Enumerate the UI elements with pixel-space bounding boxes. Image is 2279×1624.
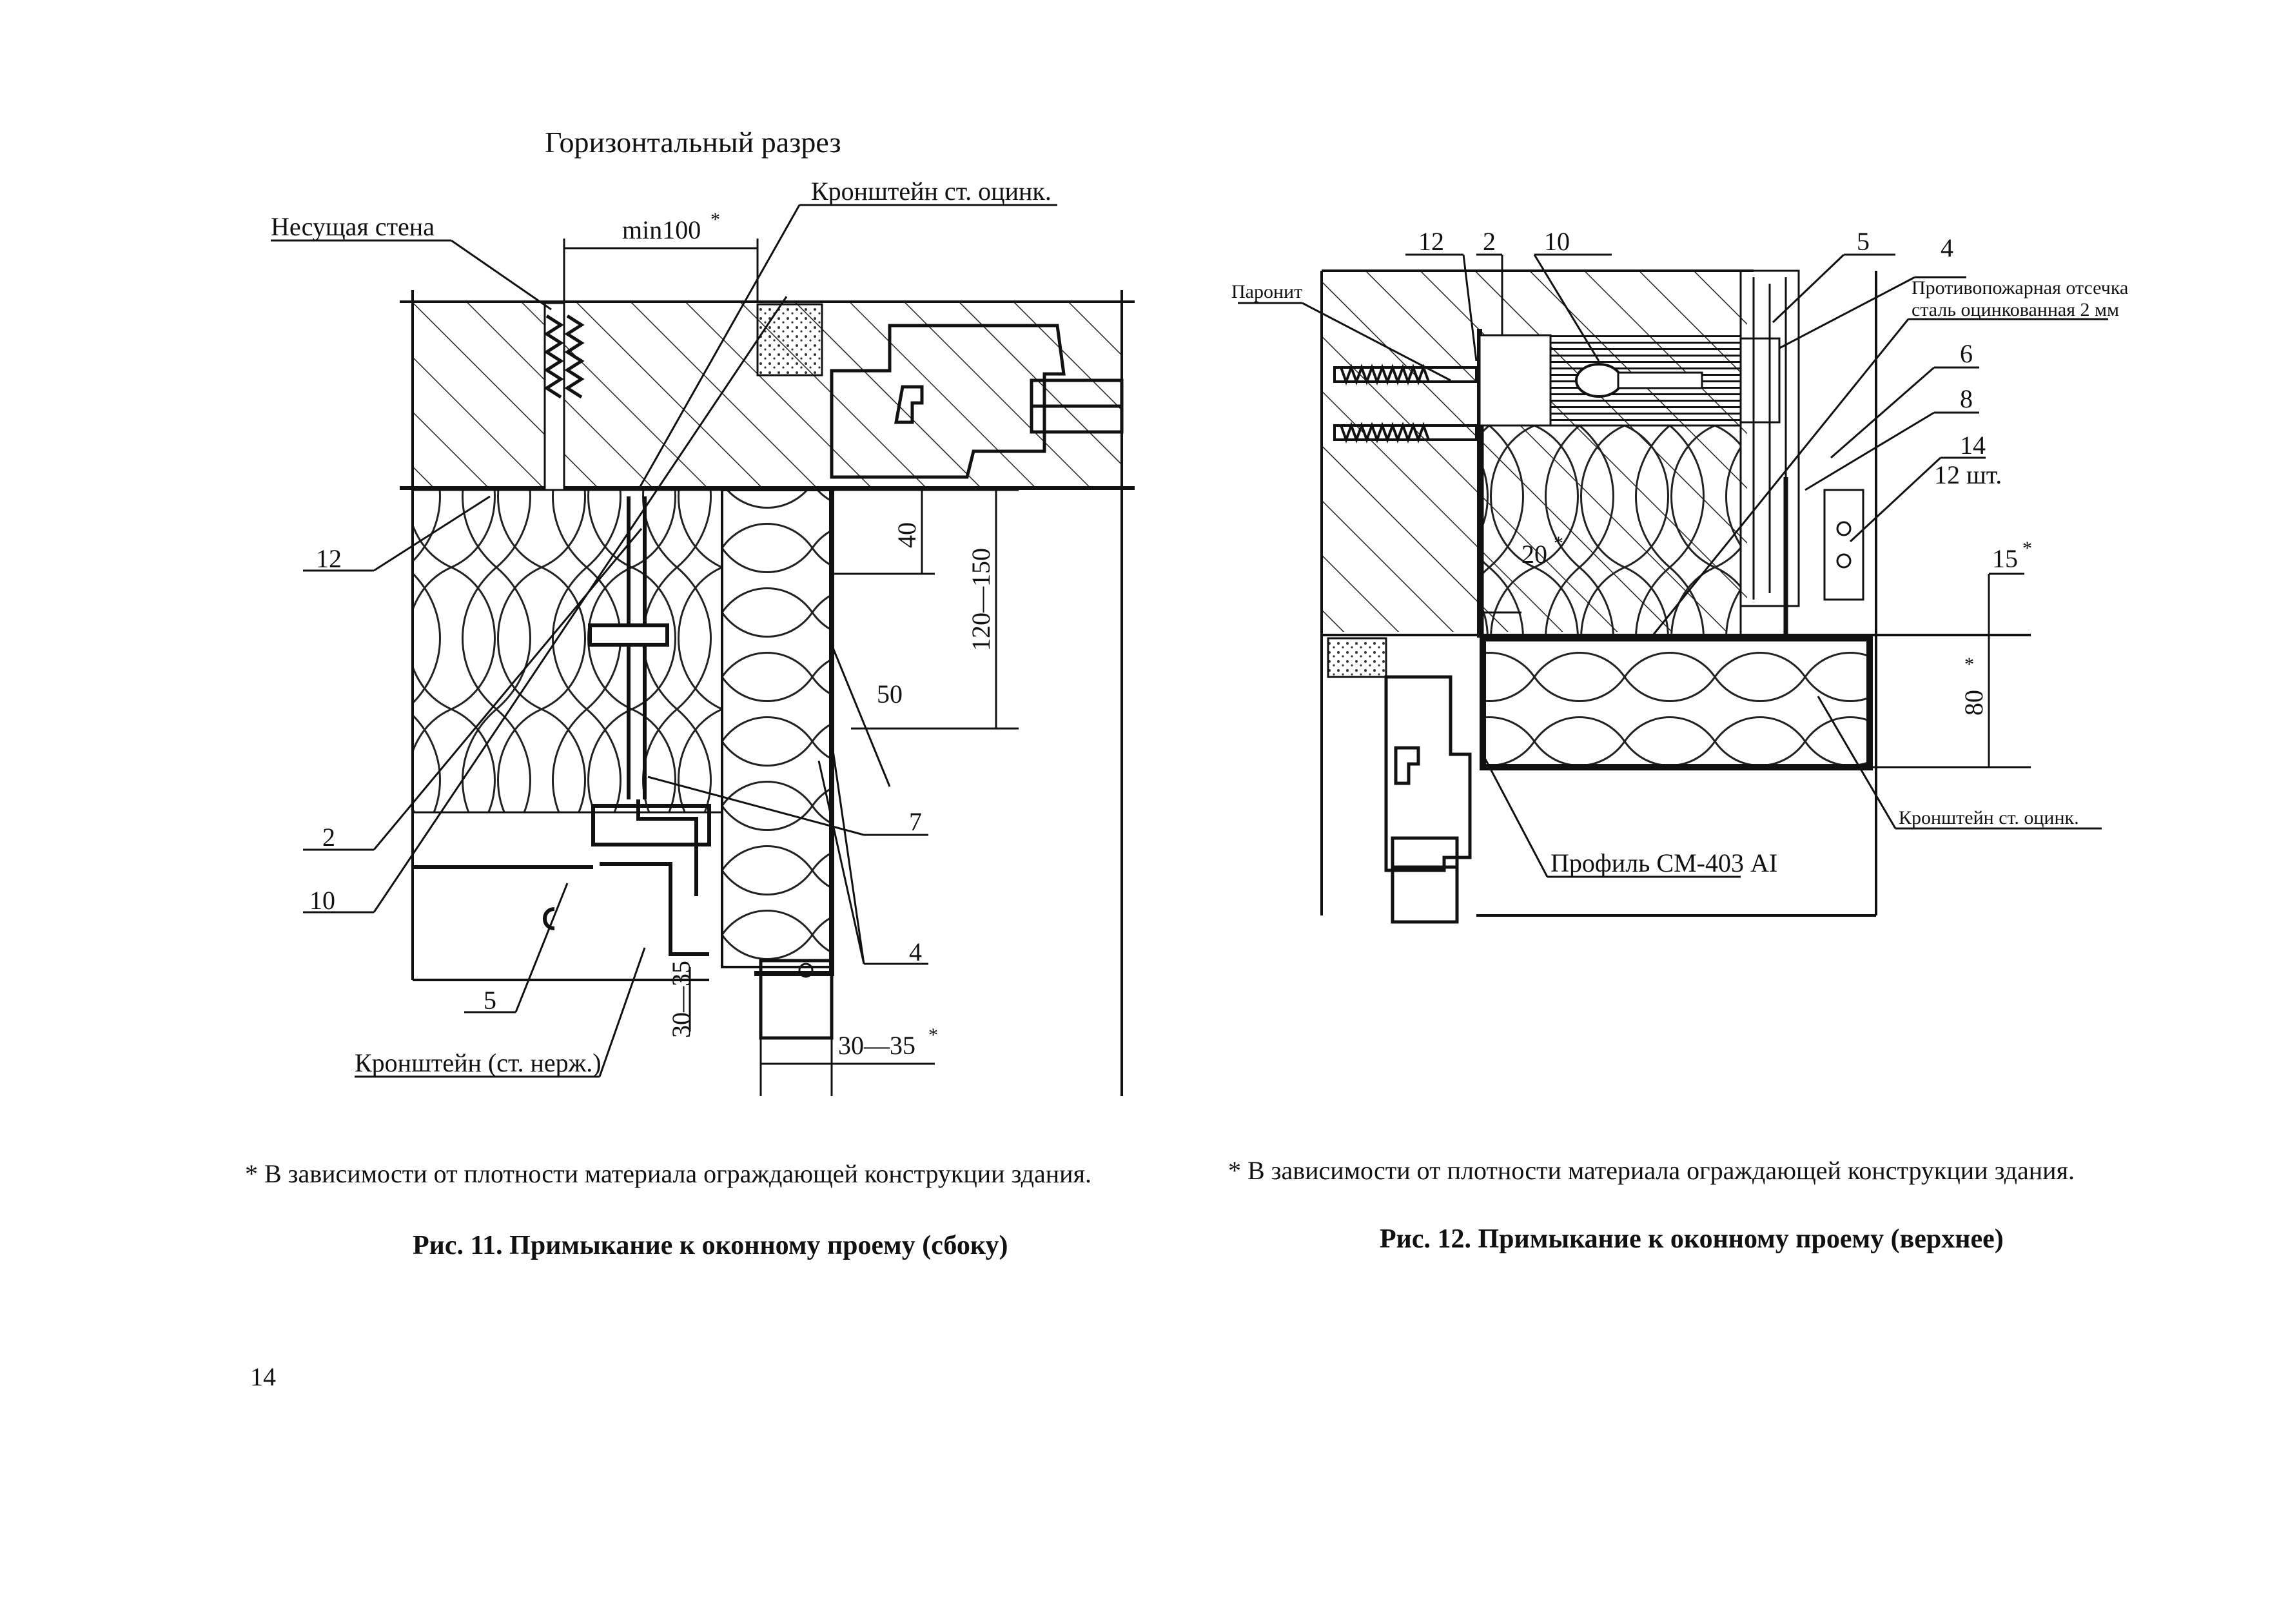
- fig11-callout-2: 2: [322, 823, 335, 852]
- fig12-profile-label: Профиль СМ-403 AI: [1550, 848, 1777, 877]
- fig11-callout-4: 4: [909, 937, 922, 966]
- fig12-fire-barrier-label-2: сталь оцинкованная 2 мм: [1912, 299, 2119, 320]
- fig12-dim-20: 20: [1521, 540, 1547, 569]
- fig11-bracket: [413, 496, 711, 956]
- fig11-star-2: *: [928, 1024, 938, 1046]
- fig11-callout-5: 5: [484, 986, 496, 1015]
- fig11-footnote: * В зависимости от плотности материала о…: [245, 1159, 1091, 1188]
- fig12-callout-14: 14: [1960, 431, 1986, 460]
- fig11-sealant: [756, 303, 823, 377]
- fig12-leaders: [1238, 253, 2108, 878]
- fig11-dim-vertical: [832, 489, 1019, 730]
- fig11-caption: Рис. 11. Примыкание к оконному проему (с…: [413, 1231, 1008, 1260]
- fig12-insulation: [1482, 424, 1742, 636]
- fig11-star-1: *: [710, 209, 720, 230]
- fig12-window-frame: [1384, 675, 1472, 924]
- fig11-bracket-galv-label: Кронштейн ст. оцинк.: [811, 177, 1051, 206]
- fig12-fire-barrier: [1739, 269, 1864, 635]
- fig11-insulation: [411, 489, 723, 814]
- fig12-callout-5: 5: [1857, 227, 1870, 256]
- fig12-dims: [1483, 572, 2031, 768]
- fig12-callout-4: 4: [1941, 233, 1953, 262]
- fig12-lintel-box: [1480, 635, 1873, 770]
- fig11-dim-40: 40: [892, 522, 921, 548]
- figure-11: Горизонтальный разрез: [271, 126, 1135, 1096]
- fig11-insulation-strip: [721, 489, 833, 968]
- fig12-qty-label: 12 шт.: [1934, 460, 2002, 489]
- fig12-fire-barrier-label-1: Противопожарная отсечка: [1912, 277, 2128, 298]
- fig11-dim-120-150: 120—150: [966, 548, 995, 651]
- page-number: 14: [250, 1362, 276, 1391]
- fig12-dim-80: 80: [1959, 690, 1988, 716]
- fig11-min100-label: min100: [622, 215, 701, 244]
- fig12-bracket-galv-label: Кронштейн ст. оцинк.: [1899, 807, 2079, 828]
- fig11-section-title: Горизонтальный разрез: [545, 126, 841, 159]
- fig12-callout-2: 2: [1483, 227, 1496, 256]
- fig12-caption: Рис. 12. Примыкание к оконному проему (в…: [1380, 1224, 2004, 1254]
- fig11-callout-10: 10: [309, 886, 335, 915]
- fig12-callout-6: 6: [1960, 339, 1973, 368]
- figure-12: 80 15 20 * * * 12 2 10 5 4 6 8 14 12 шт.: [1231, 227, 2128, 924]
- fig11-dim-50: 50: [877, 680, 903, 709]
- fig12-star-2: *: [2022, 538, 2032, 559]
- fig12-dim-15: 15: [1992, 544, 2018, 573]
- fig12-footnote: * В зависимости от плотности материала о…: [1228, 1156, 2075, 1185]
- fig11-bearing-wall-label: Несущая стена: [271, 212, 435, 241]
- fig12-star-3: *: [1964, 654, 1974, 675]
- fig11-dim-30-35-h: 30—35: [838, 1031, 915, 1060]
- fig12-callout-12: 12: [1418, 227, 1444, 256]
- fig11-leaders: [303, 296, 928, 1078]
- fig11-dim-bottom: [689, 967, 935, 1096]
- fig11-bracket-stainless-label: Кронштейн (ст. нерж.): [355, 1048, 602, 1077]
- fig11-dim-min100: [563, 239, 759, 303]
- fig12-star-1: *: [1554, 533, 1563, 554]
- fig11-anchor: [543, 302, 585, 491]
- fig12-anchors: [1333, 364, 1478, 444]
- fig11-callout-12: 12: [316, 544, 342, 573]
- fig12-paronit-label: Паронит: [1231, 281, 1302, 302]
- fig11-dim-30-35-v: 30—35: [667, 961, 696, 1038]
- fig11-callout-7: 7: [909, 807, 922, 836]
- fig12-callout-10: 10: [1544, 227, 1570, 256]
- fig12-callout-8: 8: [1960, 384, 1973, 413]
